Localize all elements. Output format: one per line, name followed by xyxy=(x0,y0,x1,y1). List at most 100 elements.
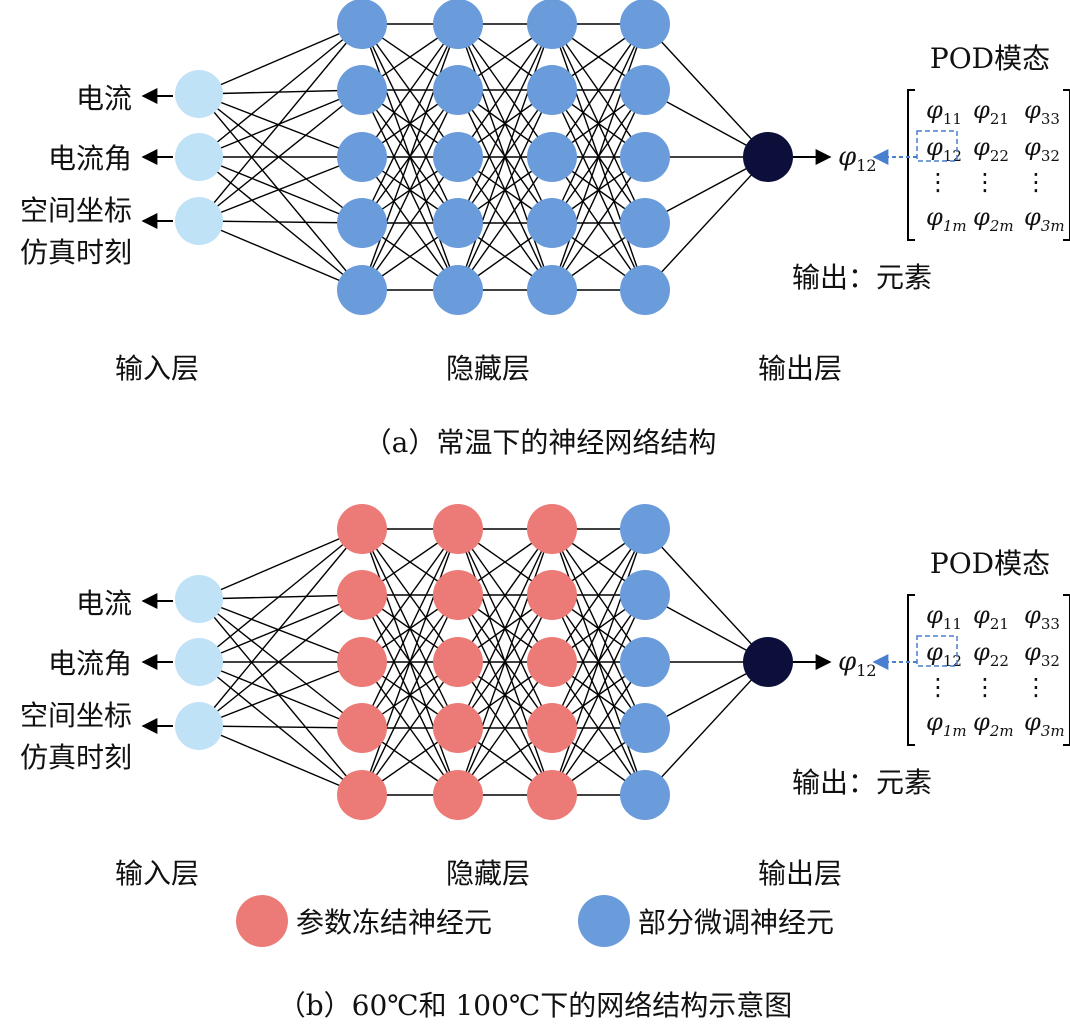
input-label-current: 电流 xyxy=(76,82,132,115)
selected-element-box xyxy=(916,635,958,667)
input-arrows xyxy=(141,88,173,229)
finetune-neuron xyxy=(527,65,577,115)
frozen-neuron xyxy=(433,637,483,687)
output-node xyxy=(743,637,793,687)
legend-finetune-swatch xyxy=(578,895,630,947)
matrix-entry: φ21 xyxy=(973,96,1009,128)
matrix-entry: ⋮ xyxy=(926,673,950,701)
layer-label-input: 输入层 xyxy=(115,352,199,385)
output-node xyxy=(743,132,793,182)
output-symbol: φ12 xyxy=(838,647,877,680)
matrix-entry: φ2m xyxy=(973,708,1014,740)
matrix-right-bracket xyxy=(1063,594,1070,746)
frozen-neuron xyxy=(527,504,577,554)
input-node xyxy=(175,70,223,118)
panel-b-elevated-temperature: 电流 电流角 空间坐标 仿真时刻 输入层 隐藏层 输出层 φ12POD模态φ11… xyxy=(20,504,1070,1022)
matrix-entry: φ32 xyxy=(1024,133,1060,165)
layer-label-hidden: 隐藏层 xyxy=(446,352,530,385)
matrix-entry: φ3m xyxy=(1024,203,1065,235)
input-label-sim-time: 仿真时刻 xyxy=(20,741,132,774)
finetune-neuron xyxy=(620,703,670,753)
input-label-current-angle: 电流角 xyxy=(48,142,132,175)
frozen-neuron xyxy=(527,570,577,620)
matrix-left-bracket xyxy=(907,594,915,746)
finetune-neuron xyxy=(433,65,483,115)
matrix-right-bracket xyxy=(1063,89,1070,241)
input-label-current: 电流 xyxy=(76,587,132,620)
matrix-entry: φ22 xyxy=(973,638,1009,670)
finetune-neuron xyxy=(433,132,483,182)
finetune-neuron xyxy=(337,198,387,248)
matrix-entry: φ1m xyxy=(926,203,967,235)
finetune-neuron xyxy=(433,198,483,248)
legend-frozen-swatch xyxy=(236,895,288,947)
matrix-entry: ⋮ xyxy=(1024,673,1048,701)
legend-frozen-label: 参数冻结神经元 xyxy=(296,906,492,939)
matrix-entry: φ11 xyxy=(926,601,962,633)
input-node xyxy=(175,638,223,686)
matrix-entry: φ22 xyxy=(973,133,1009,165)
matrix-entry: φ3m xyxy=(1024,708,1065,740)
pod-title: POD模态 xyxy=(930,42,1050,75)
network-edges xyxy=(198,23,769,291)
frozen-neuron xyxy=(433,504,483,554)
input-label-sim-time: 仿真时刻 xyxy=(20,236,132,269)
caption-a: （a）常温下的神经网络结构 xyxy=(364,426,717,459)
finetune-neuron xyxy=(527,132,577,182)
finetune-neuron xyxy=(620,265,670,315)
finetune-neuron xyxy=(527,0,577,49)
frozen-neuron xyxy=(433,703,483,753)
finetune-neuron xyxy=(620,0,670,49)
layer-label-hidden: 隐藏层 xyxy=(446,857,530,890)
input-node xyxy=(175,702,223,750)
finetune-neuron xyxy=(433,265,483,315)
frozen-neuron xyxy=(433,570,483,620)
matrix-entry: φ32 xyxy=(1024,638,1060,670)
finetune-neuron xyxy=(620,637,670,687)
network-nodes xyxy=(175,0,793,315)
finetune-neuron xyxy=(620,504,670,554)
finetune-neuron xyxy=(620,132,670,182)
layer-label-output: 输出层 xyxy=(758,352,842,385)
finetune-neuron xyxy=(337,265,387,315)
matrix-entry: φ12 xyxy=(926,133,962,165)
matrix-entry: ⋮ xyxy=(1024,168,1048,196)
matrix-entry: φ21 xyxy=(973,601,1009,633)
frozen-neuron xyxy=(337,770,387,820)
input-label-spatial-coords: 空间坐标 xyxy=(20,194,132,227)
finetune-neuron xyxy=(620,570,670,620)
output-element-caption: 输出：元素 xyxy=(792,261,932,294)
network-nodes xyxy=(175,504,793,820)
input-node xyxy=(175,575,223,623)
input-label-spatial-coords: 空间坐标 xyxy=(20,699,132,732)
finetune-neuron xyxy=(620,770,670,820)
finetune-neuron xyxy=(337,0,387,49)
frozen-neuron xyxy=(337,570,387,620)
matrix-entry: φ2m xyxy=(973,203,1014,235)
caption-b: （b）60℃和 100℃下的网络结构示意图 xyxy=(278,989,793,1022)
layer-label-input: 输入层 xyxy=(115,857,199,890)
frozen-neuron xyxy=(527,770,577,820)
matrix-left-bracket xyxy=(907,89,915,241)
matrix-entry: φ33 xyxy=(1024,601,1060,633)
layer-label-output: 输出层 xyxy=(758,857,842,890)
matrix-entry: φ11 xyxy=(926,96,962,128)
finetune-neuron xyxy=(337,132,387,182)
finetune-neuron xyxy=(527,265,577,315)
output-symbol: φ12 xyxy=(838,142,877,175)
matrix-entry: ⋮ xyxy=(973,673,997,701)
frozen-neuron xyxy=(337,637,387,687)
output-element-caption: 输出：元素 xyxy=(792,766,932,799)
finetune-neuron xyxy=(433,0,483,49)
pod-title: POD模态 xyxy=(930,547,1050,580)
matrix-entry: ⋮ xyxy=(926,168,950,196)
input-node xyxy=(175,197,223,245)
legend-finetune-label: 部分微调神经元 xyxy=(638,906,834,939)
frozen-neuron xyxy=(527,637,577,687)
finetune-neuron xyxy=(527,198,577,248)
frozen-neuron xyxy=(337,703,387,753)
network-edges xyxy=(198,528,769,796)
